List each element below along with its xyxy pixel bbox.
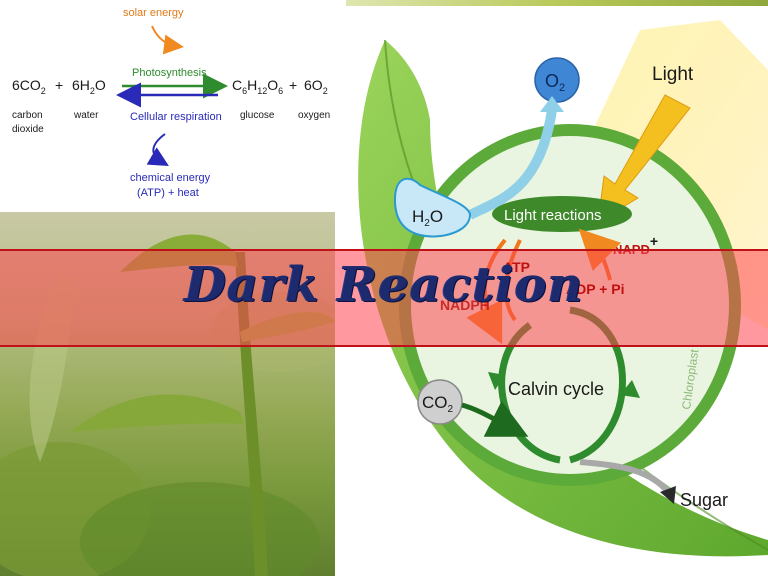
adp-pi-label: ADP + Pi xyxy=(566,281,625,297)
o2-circle xyxy=(534,57,580,103)
cellular-respiration-label: Cellular respiration xyxy=(130,111,222,123)
chemical-energy-line2: (ATP) + heat xyxy=(137,187,199,199)
banner-title: Dark Reaction xyxy=(184,257,584,313)
product-glucose: C6H12O6 xyxy=(232,77,283,96)
equation-area: solar energy 6CO2 + 6H2O Photosynthesis … xyxy=(12,7,330,199)
calvin-arrowhead-1 xyxy=(620,380,640,398)
co2-circle xyxy=(417,379,463,425)
calvin-cycle-label: Calvin cycle xyxy=(508,379,604,399)
photosynthesis-label: Photosynthesis xyxy=(132,67,207,79)
product-o2: 6O2 xyxy=(304,77,328,96)
carbon-label: carbon xyxy=(12,110,43,121)
top-decor-strip xyxy=(346,0,768,6)
glucose-label: glucose xyxy=(240,110,275,121)
o2-arrowhead xyxy=(540,96,564,112)
reactant-co2: 6CO2 xyxy=(12,77,46,96)
sugar-label: Sugar xyxy=(680,490,728,510)
light-reactions-label: Light reactions xyxy=(504,207,602,224)
o2-label: O2 xyxy=(545,71,565,94)
nadph-label: NADPH xyxy=(440,297,490,313)
light-reactions-ellipse xyxy=(492,196,632,232)
chemical-energy-arrow xyxy=(146,133,169,167)
solar-energy-label: solar energy xyxy=(123,7,184,19)
water-to-o2-arrow xyxy=(467,109,557,220)
oxygen-label: oxygen xyxy=(298,110,330,121)
calvin-arrowhead-2 xyxy=(488,372,505,390)
solar-energy-arrow xyxy=(151,25,184,55)
title-banner xyxy=(0,249,768,347)
atp-label: ATP xyxy=(503,259,530,275)
sugar-arrowhead xyxy=(660,486,676,504)
light-label: Light xyxy=(652,64,694,85)
water-label: water xyxy=(73,110,99,121)
plus-2: + xyxy=(289,77,297,93)
reactant-h2o: 6H2O xyxy=(72,77,106,96)
h2o-droplet xyxy=(393,177,472,238)
sugar-arrow xyxy=(579,459,671,494)
co2-label: CO2 xyxy=(422,393,454,415)
co2-arrow xyxy=(461,400,529,437)
chemical-energy-line1: chemical energy xyxy=(130,172,211,184)
dioxide-label: dioxide xyxy=(12,124,44,135)
h2o-label: H2O xyxy=(412,207,443,229)
plus-1: + xyxy=(55,77,63,93)
